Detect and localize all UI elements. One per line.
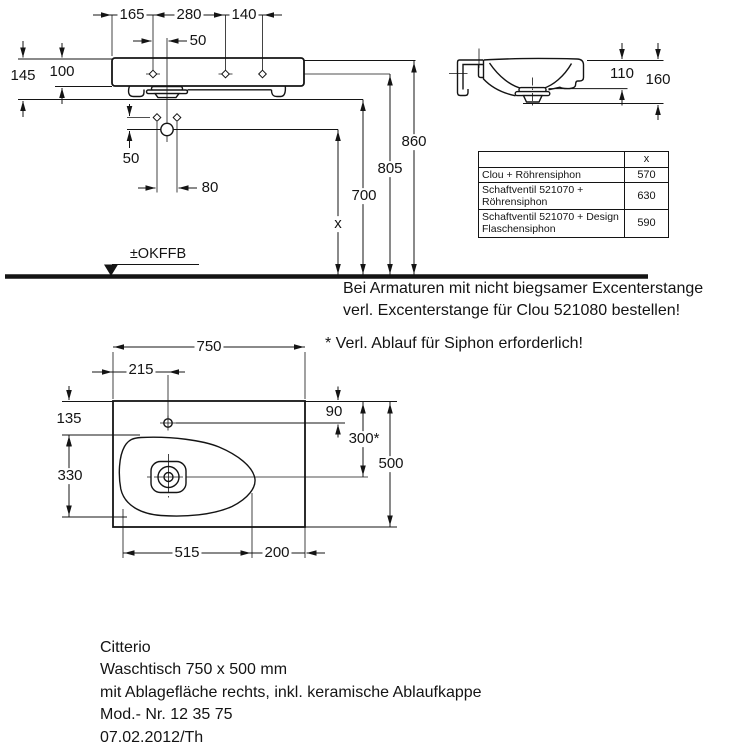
siphon-outlet-circle (160, 122, 174, 137)
dim-label-200: 200 (262, 544, 292, 562)
dim-label-700: 700 (349, 187, 379, 205)
dim-label-80: 80 (199, 179, 221, 197)
plan-view-drawing (62, 344, 397, 558)
tap-holes-front (146, 69, 268, 79)
dim-label-x: x (332, 215, 344, 233)
siphon-note: * Verl. Ablauf für Siphon erforderlich! (325, 335, 583, 352)
table-row: Schaftventil 521070 + Röhrensiphon 630 (478, 182, 669, 211)
dim-label-500: 500 (376, 455, 406, 473)
dim-label-135: 135 (54, 410, 84, 428)
product-features: mit Ablagefläche rechts, inkl. keramisch… (100, 683, 482, 701)
front-view-drawing (5, 12, 648, 279)
sink-body-outline (111, 57, 305, 87)
dim-label-750: 750 (194, 338, 224, 356)
product-series: Citterio (100, 639, 151, 656)
dim-label-140: 140 (229, 6, 259, 24)
dim-label-215: 215 (126, 361, 156, 379)
siphon-option-label: Schaftventil 521070 + Röhrensiphon (478, 182, 625, 211)
siphon-option-value: 590 (624, 209, 669, 238)
drain-plan (150, 460, 187, 494)
side-view-drawing (449, 43, 664, 120)
product-type: Waschtisch 750 x 500 mm (100, 661, 288, 679)
floor-datum-label: ±OKFFB (129, 246, 187, 262)
table-header-x: x (624, 151, 669, 168)
product-model-number: Mod.- Nr. 12 35 75 (100, 706, 233, 724)
dim-label-805: 805 (375, 160, 405, 178)
dim-label-145: 145 (8, 67, 38, 85)
dim-label-50: 50 (120, 150, 142, 168)
siphon-option-label: Schaftventil 521070 + Design Flaschensip… (478, 209, 625, 238)
siphon-fixing-holes (152, 112, 182, 137)
drawing-date: 07.02.2012/Th (100, 728, 204, 746)
datum-symbol (104, 264, 199, 276)
dim-label-160: 160 (643, 71, 673, 89)
table-row: Clou + Röhrensiphon 570 (478, 166, 669, 184)
table-row: Schaftventil 521070 + Design Flaschensip… (478, 209, 669, 238)
armature-note-line2: verl. Excenterstange für Clou 521080 bes… (343, 302, 681, 319)
table-header-row: x (478, 151, 669, 168)
siphon-height-table: x Clou + Röhrensiphon 570 Schaftventil 5… (478, 151, 669, 238)
dim-label-330: 330 (55, 467, 85, 485)
dim-label-165: 165 (117, 6, 147, 24)
siphon-option-label: Clou + Röhrensiphon (478, 166, 625, 184)
dim-label-100: 100 (47, 63, 77, 81)
siphon-option-value: 570 (624, 166, 669, 184)
dim-label-515: 515 (172, 544, 202, 562)
sink-underside (127, 85, 287, 99)
wall-bracket (449, 48, 484, 97)
armature-note-line1: Bei Armaturen mit nicht biegsamer Excent… (343, 280, 704, 297)
siphon-option-value: 630 (624, 182, 669, 211)
product-description: Citterio Waschtisch 750 x 500 mm mit Abl… (100, 637, 482, 749)
dim-label-280: 280 (174, 6, 204, 24)
dim-label-300: 300* (346, 430, 382, 448)
table-header-empty (478, 151, 625, 168)
dim-label-860: 860 (399, 133, 429, 151)
dim-label-90: 90 (323, 403, 345, 421)
basin-section-outline (482, 57, 585, 109)
dim-label-110: 110 (608, 65, 636, 83)
dim-label-tap-50: 50 (187, 32, 209, 50)
